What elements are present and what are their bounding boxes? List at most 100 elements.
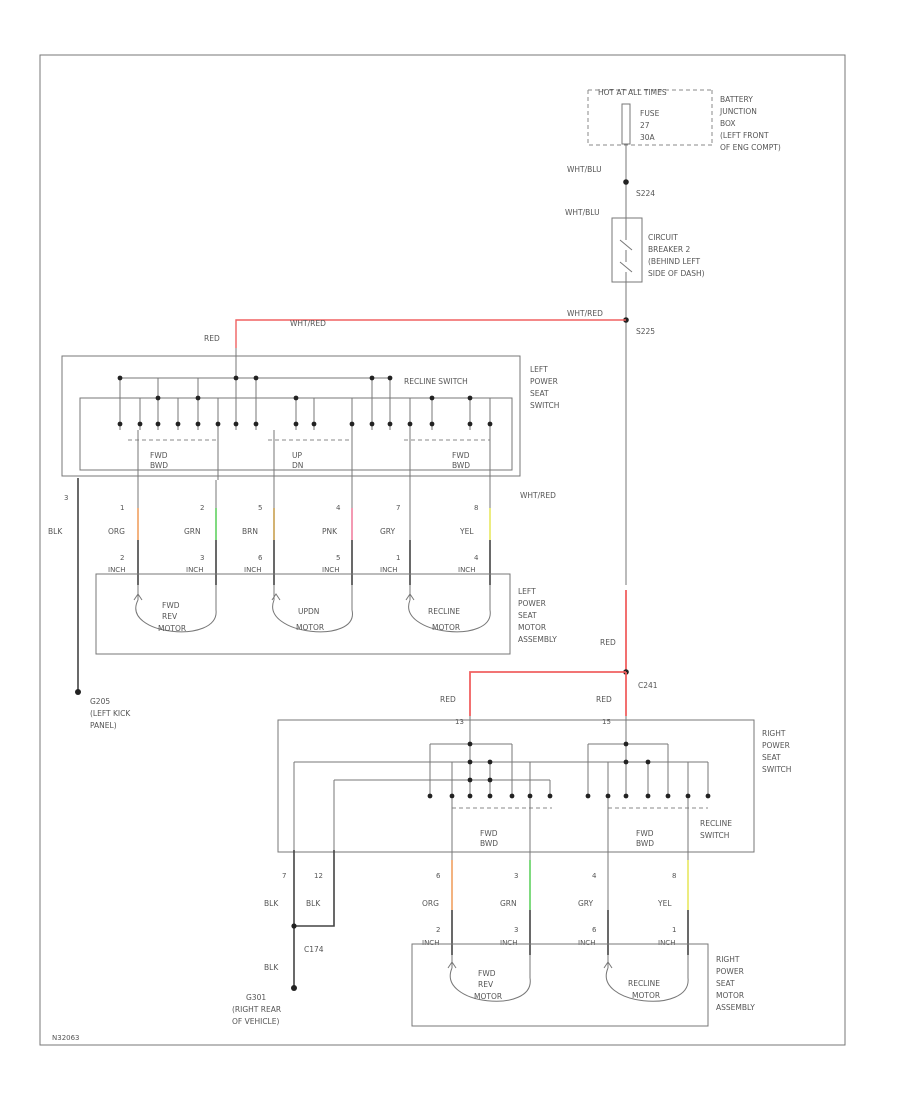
switch-contact-dot: [429, 421, 435, 427]
wire-label-red-down: RED: [600, 638, 616, 647]
lm-m2-motor: MOTOR: [296, 623, 324, 632]
bus-junction-dot: [233, 375, 239, 381]
ls-sw1-fwd: FWD: [150, 451, 168, 460]
rm-label-4: MOTOR: [716, 991, 744, 1000]
ls-pin-8: 8: [474, 504, 478, 512]
bus-junction-dot: [487, 759, 493, 765]
bus-junction-dot: [117, 375, 123, 381]
rm-inch-3: INCH: [578, 939, 595, 947]
wire-label-wht-blu-2: WHT/BLU: [565, 208, 600, 217]
circuit-breaker: CIRCUIT BREAKER 2 (BEHIND LEFT SIDE OF D…: [611, 215, 705, 290]
rs-sw1-fwd: FWD: [480, 829, 498, 838]
right-output-wires: 7 12 6 3 4 8 BLK BLK ORG GRN GRY YEL 2 3…: [264, 850, 689, 986]
switch-contact-dot: [449, 793, 455, 799]
breaker-label-2: BREAKER 2: [648, 245, 690, 254]
red-feed-right-switch: [469, 671, 626, 716]
wire-label-gry-left: GRY: [380, 527, 396, 536]
lm-label-3: SEAT: [518, 611, 537, 620]
lm-inch-3: INCH: [244, 566, 261, 574]
red-feed-left: [235, 319, 626, 348]
switch-contact-dot: [349, 421, 355, 427]
switch-contact-dot: [155, 421, 161, 427]
switch-contact-dot: [585, 793, 591, 799]
switch-contact-dot: [547, 793, 553, 799]
rm-label-2: POWER: [716, 967, 744, 976]
diagram-border: [39, 54, 846, 1046]
switch-contact-dot: [487, 421, 493, 427]
fuse-box-header: HOT AT ALL TIMES: [598, 88, 667, 97]
wire-label-red-left: RED: [204, 334, 220, 343]
wire-label-wht-red-left: WHT/RED: [290, 319, 326, 328]
junction-box-label-5: OF ENG COMPT): [720, 143, 781, 152]
wire-label-wht-blu: WHT/BLU: [567, 165, 602, 174]
lm-label-4: MOTOR: [518, 623, 546, 632]
wire-label-wht-red-mid: WHT/RED: [520, 491, 556, 500]
rs-label-3: SEAT: [762, 753, 781, 762]
bus-junction-dot: [467, 741, 473, 747]
ground-g301-label-1: G301: [246, 993, 266, 1002]
rs-label-2: POWER: [762, 741, 790, 750]
wire-label-yel-left: YEL: [459, 527, 474, 536]
ls-pin-2: 2: [200, 504, 204, 512]
wire-label-wht-red-top: WHT/RED: [567, 309, 603, 318]
bus-junction-dot: [623, 741, 629, 747]
ls-label-1: LEFT: [530, 365, 548, 374]
junction-box-label-4: (LEFT FRONT: [720, 131, 769, 140]
junction-box-label-2: JUNCTION: [719, 107, 757, 116]
rs-pin-4: 4: [592, 872, 597, 880]
switch-contact-dot: [467, 793, 473, 799]
bus-junction-dot: [645, 759, 651, 765]
wire-label-org-left: ORG: [108, 527, 125, 536]
lm-pin-6: 6: [258, 554, 263, 562]
bus-junction-dot: [293, 395, 299, 401]
wire-label-brn-left: BRN: [242, 527, 258, 536]
splice-c174: C174: [304, 945, 324, 954]
bus-junction-dot: [429, 395, 435, 401]
junction-box-label-3: BOX: [720, 119, 736, 128]
ground-g205-label-3: PANEL): [90, 721, 117, 730]
rm-inch-2: INCH: [500, 939, 517, 947]
rm-m2-motor: MOTOR: [632, 991, 660, 1000]
wire-label-grn-left: GRN: [184, 527, 201, 536]
switch-contact-dot: [645, 793, 651, 799]
lm-pin-2: 2: [120, 554, 124, 562]
ls-recline-switch: RECLINE SWITCH: [404, 377, 468, 386]
rs-pin-7: 7: [282, 872, 286, 880]
switch-contact-dot: [311, 421, 317, 427]
rm-inch-4: INCH: [658, 939, 675, 947]
bus-junction-dot: [253, 375, 259, 381]
ls-sw2-up: UP: [292, 451, 302, 460]
lm-pin-4: 4: [474, 554, 479, 562]
lm-m3-motor: MOTOR: [432, 623, 460, 632]
rs-label-4: SWITCH: [762, 765, 791, 774]
fuse-rating: 30A: [640, 133, 656, 142]
switch-contact-dot: [705, 793, 711, 799]
lm-m1-fwd: FWD: [162, 601, 180, 610]
lm-label-2: POWER: [518, 599, 546, 608]
rm-inch-1: INCH: [422, 939, 439, 947]
rs-pin-3: 3: [514, 872, 518, 880]
switch-contact-dot: [685, 793, 691, 799]
rs-recline-1: RECLINE: [700, 819, 732, 828]
battery-junction-box: HOT AT ALL TIMES FUSE 27 30A BATTERY JUN…: [587, 88, 781, 152]
lm-inch-5: INCH: [380, 566, 397, 574]
switch-contact-dot: [427, 793, 433, 799]
bus-junction-dot: [467, 395, 473, 401]
switch-contact-dot: [175, 421, 181, 427]
wire-label-blk-right-2: BLK: [306, 899, 321, 908]
ground-g301-dot: [291, 985, 297, 991]
junction-box-label-1: BATTERY: [720, 95, 753, 104]
lm-inch-1: INCH: [108, 566, 125, 574]
rm-label-5: ASSEMBLY: [716, 1003, 755, 1012]
left-power-seat-motor-assembly: FWD REV MOTOR UPDN MOTOR RECLINE MOTOR L…: [95, 573, 557, 655]
rm-pin-3: 3: [514, 926, 518, 934]
breaker-label-3: (BEHIND LEFT: [648, 257, 701, 266]
wire-label-yel-right: YEL: [657, 899, 672, 908]
wire-label-pnk-left: PNK: [322, 527, 338, 536]
switch-contact-dot: [117, 421, 123, 427]
bus-junction-dot: [487, 777, 493, 783]
ls-label-3: SEAT: [530, 389, 549, 398]
rm-m1-fwd: FWD: [478, 969, 496, 978]
lm-inch-4: INCH: [322, 566, 339, 574]
